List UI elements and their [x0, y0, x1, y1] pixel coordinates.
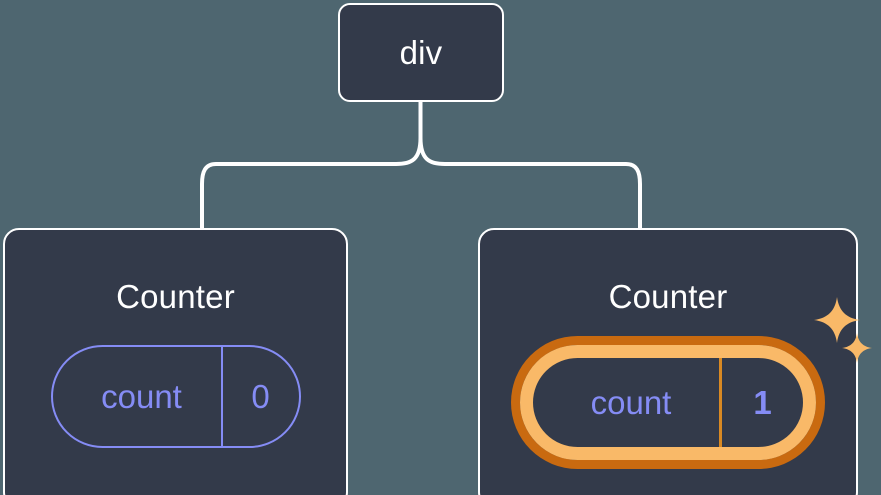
state-key-right: count: [590, 384, 672, 421]
sparkle-group: [808, 297, 878, 377]
node-div[interactable]: div: [338, 3, 504, 102]
node-counter-left[interactable]: Counter count 0: [3, 228, 348, 495]
sparkle-icon: [814, 297, 860, 343]
state-value-right: 1: [719, 358, 803, 447]
state-value-left: 0: [220, 347, 299, 446]
state-key-left: count: [101, 378, 182, 415]
connector-to-left-child: [200, 136, 423, 230]
state-pill-right[interactable]: count 1: [520, 345, 816, 460]
sparkle-icon: [842, 333, 872, 363]
node-counter-right[interactable]: Counter count 1: [478, 228, 872, 495]
node-counter-left-label: Counter: [116, 278, 235, 315]
node-counter-right-label: Counter: [608, 278, 728, 315]
state-pill-wrap-right: count 1: [520, 297, 872, 460]
state-pill-wrap-left: count 0: [50, 345, 301, 448]
state-pill-left[interactable]: count 0: [50, 345, 301, 448]
connector-to-right-child: [418, 136, 642, 230]
node-div-label: div: [399, 34, 443, 71]
